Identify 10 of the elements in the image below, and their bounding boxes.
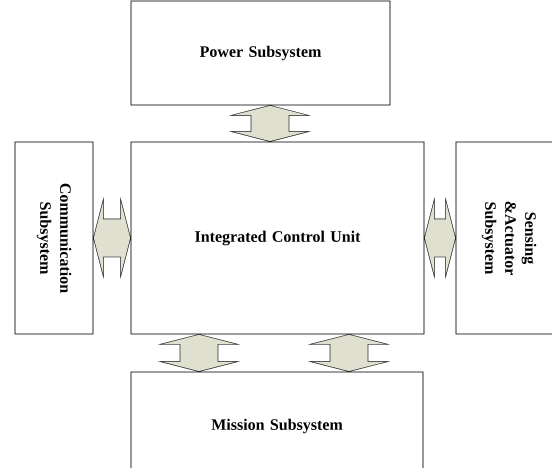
subsystem-box: Mission Subsystem: [130, 372, 424, 468]
double-arrow: [228, 105, 312, 142]
subsystem-box: Communication Subsystem: [14, 142, 94, 334]
subsystem-box: Sensing &Actuator Subsystem: [456, 142, 552, 334]
double-arrow: [158, 334, 240, 372]
subsystem-box: Power Subsystem: [130, 0, 390, 106]
double-arrow: [424, 196, 456, 280]
double-arrow: [308, 334, 390, 372]
subsystem-box: Integrated Control Unit: [130, 142, 424, 334]
double-arrow: [93, 196, 131, 280]
